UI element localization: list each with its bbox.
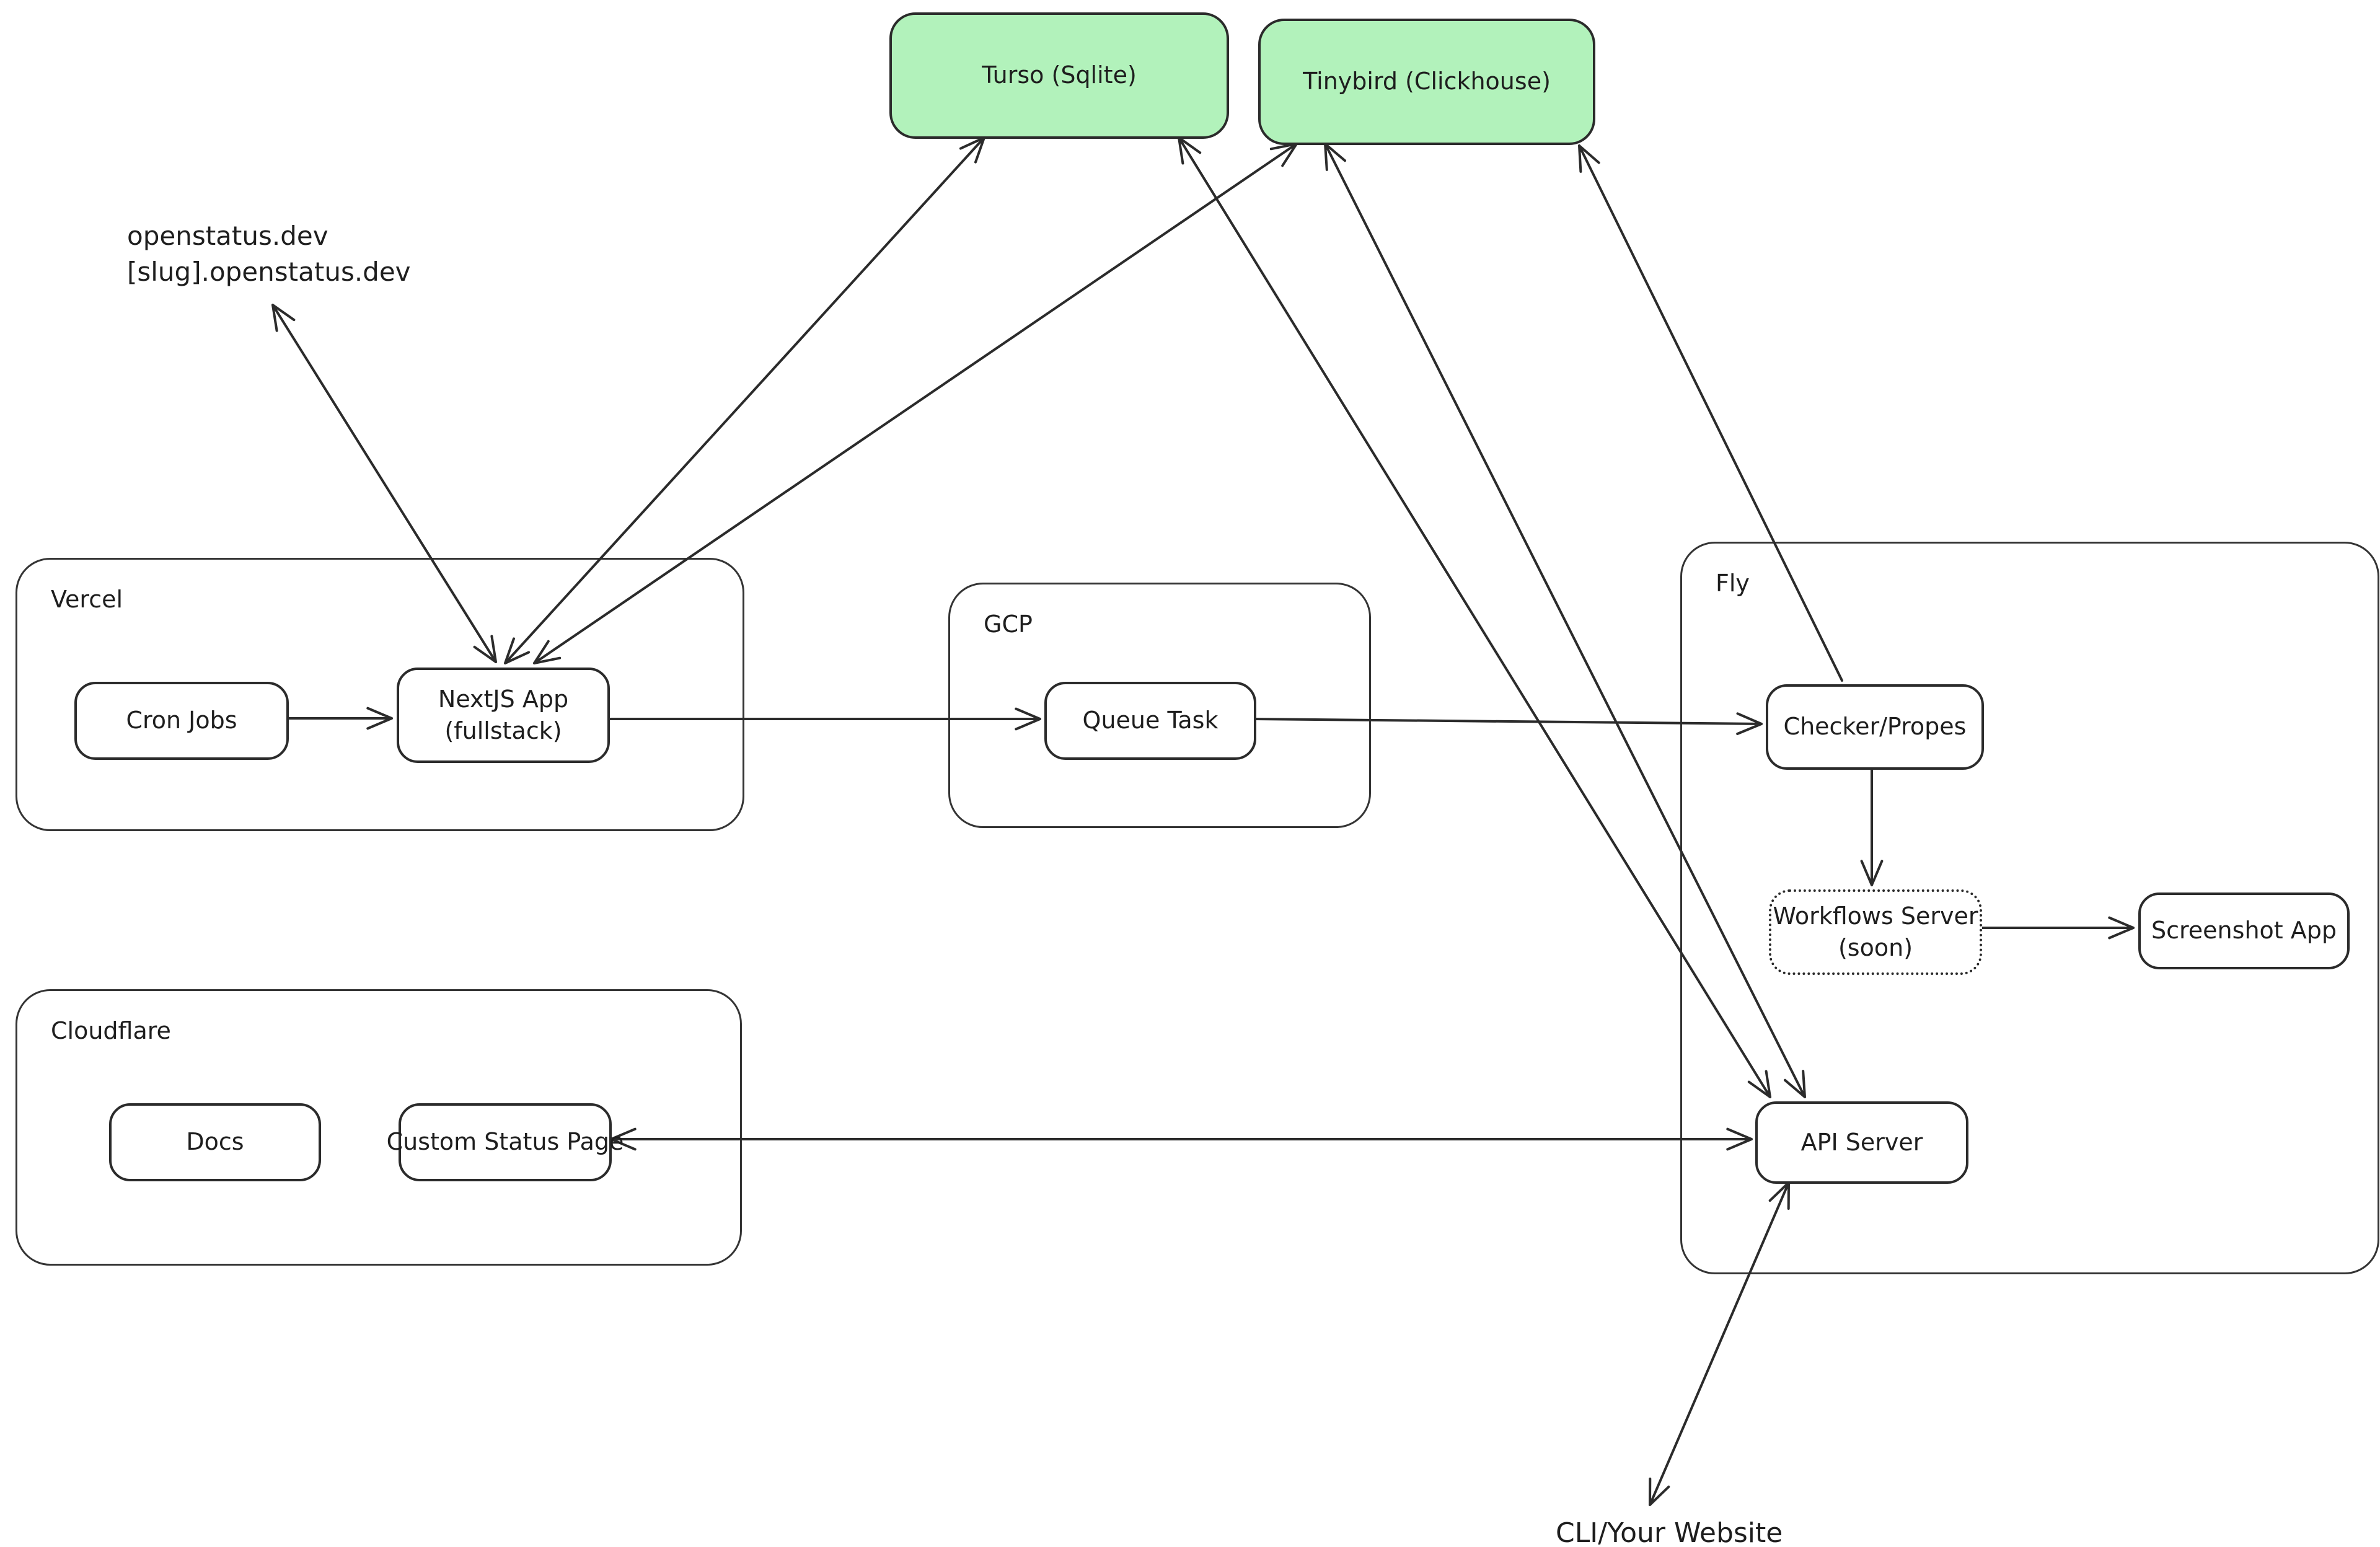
label-openstatus-domains-line1: openstatus.dev [127, 221, 328, 251]
connector-nextjs-tinybird [533, 143, 1298, 664]
connector-queue-task-to-checker [1253, 712, 1763, 735]
node-checker-propes-label: Checker/Propes [1783, 713, 1967, 741]
connector-turso-api-server [1178, 136, 1771, 1098]
node-api-server: API Server [1755, 1101, 1968, 1184]
node-queue-task-label: Queue Task [1082, 707, 1219, 734]
node-tinybird: Tinybird (Clickhouse) [1258, 19, 1595, 145]
connector-nextjs-turso [504, 136, 985, 664]
node-turso-label: Turso (Sqlite) [982, 61, 1137, 89]
node-workflows-server-label: Workflows Server [1773, 902, 1978, 930]
node-nextjs-app: NextJS App (fullstack) [397, 668, 610, 763]
container-vercel-label: Vercel [51, 586, 123, 613]
node-custom-status-page: Custom Status Page [387, 1103, 624, 1181]
node-nextjs-app-sublabel: (fullstack) [444, 717, 562, 744]
node-tinybird-label: Tinybird (Clickhouse) [1303, 68, 1551, 95]
node-docs: Docs [109, 1103, 321, 1181]
container-cloudflare: Cloudflare [15, 989, 742, 1266]
node-cron-jobs: Cron Jobs [74, 682, 289, 760]
container-fly-label: Fly [1716, 570, 1750, 597]
node-custom-status-page-label: Custom Status Page [386, 1128, 624, 1156]
label-cli-your-website-text: CLI/Your Website [1556, 1517, 1783, 1547]
node-workflows-server-sublabel: (soon) [1838, 934, 1913, 961]
container-fly: Fly [1680, 542, 2379, 1274]
label-openstatus-domains-line2: [slug].openstatus.dev [127, 256, 411, 287]
node-screenshot-app-label: Screenshot App [2151, 917, 2337, 945]
node-cron-jobs-label: Cron Jobs [126, 707, 237, 734]
label-cli-your-website: CLI/Your Website [1556, 1515, 1783, 1547]
container-cloudflare-label: Cloudflare [51, 1017, 171, 1044]
node-workflows-server: Workflows Server (soon) [1769, 889, 1982, 975]
node-api-server-label: API Server [1800, 1128, 1923, 1156]
connector-nextjs-domains [271, 304, 497, 663]
connector-checker-to-tinybird [1578, 144, 1843, 682]
connector-checker-to-workflows [1860, 767, 1884, 886]
connector-workflows-to-screenshot [1980, 916, 2135, 940]
connector-cron-to-nextjs [285, 707, 393, 730]
node-nextjs-app-label: NextJS App [438, 685, 569, 713]
node-docs-label: Docs [186, 1128, 244, 1156]
node-checker-propes: Checker/Propes [1766, 684, 1984, 770]
container-vercel: Vercel [15, 558, 744, 831]
container-gcp-label: GCP [984, 610, 1033, 638]
container-gcp: GCP [948, 583, 1371, 828]
connector-nextjs-to-queue-task [607, 707, 1041, 731]
node-screenshot-app: Screenshot App [2138, 892, 2350, 969]
label-openstatus-domains: openstatus.dev [slug].openstatus.dev [127, 218, 411, 290]
connector-tinybird-api-server [1324, 143, 1806, 1098]
node-queue-task: Queue Task [1044, 682, 1256, 760]
node-turso: Turso (Sqlite) [889, 12, 1229, 139]
connector-api-server-cli [1649, 1181, 1790, 1506]
connector-api-server-status-page [610, 1127, 1753, 1151]
